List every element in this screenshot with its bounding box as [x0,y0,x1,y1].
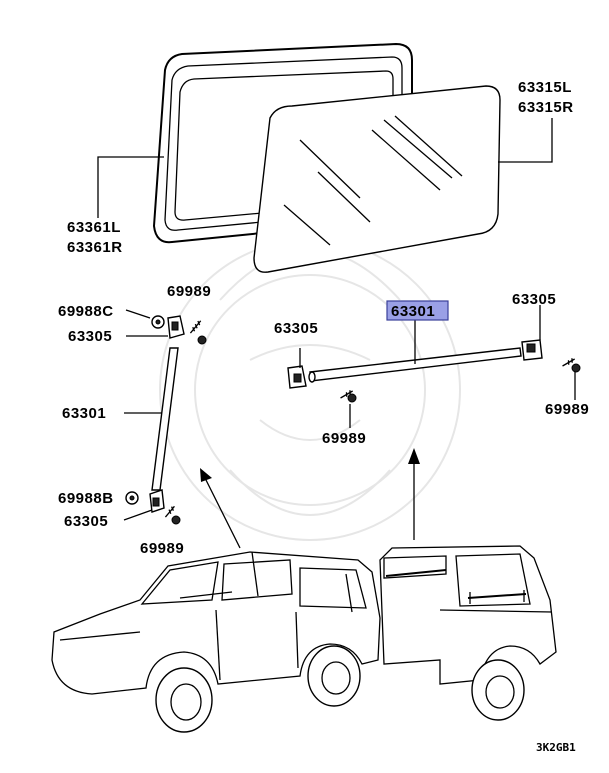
highlight-box [386,300,449,321]
label-69988C: 69988C [58,303,114,320]
label-63305-left-top: 63305 [68,328,112,345]
label-69989-left-bottom: 69989 [140,540,184,557]
vehicle-front-view [51,551,381,733]
figure-code: 3K2GB1 [536,741,576,754]
label-63361L: 63361L [67,219,121,236]
label-63305-left-bottom: 63305 [64,513,108,530]
label-63305-right: 63305 [512,291,556,308]
label-69989-left-top: 69989 [167,283,211,300]
label-63305-mid: 63305 [274,320,318,337]
arrows [200,448,420,549]
vehicle-rear-view [379,545,557,721]
rear-window-glass [253,85,501,273]
label-63315L: 63315L [518,79,572,96]
label-63361R: 63361R [67,239,123,256]
label-63315R: 63315R [518,99,574,116]
right-rail-assembly [287,339,581,403]
label-63301-left: 63301 [62,405,106,422]
leader-lines-right [349,305,576,428]
label-69989-right: 69989 [545,401,589,418]
label-63301-highlighted[interactable]: 63301 [391,303,435,320]
label-69989-mid: 69989 [322,430,366,447]
label-69988B: 69988B [58,490,114,507]
leader-lines-left [123,309,168,521]
leader-lines-glass [97,118,553,218]
left-rail-assembly [125,315,207,525]
